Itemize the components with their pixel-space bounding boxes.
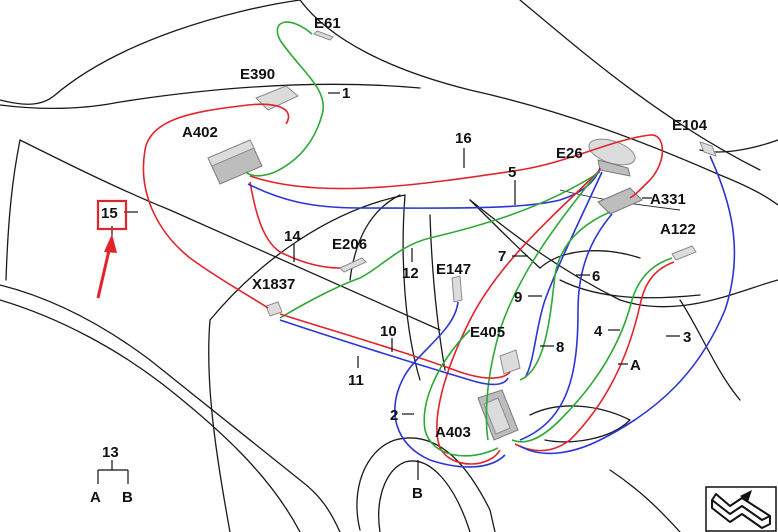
green-wire-12 [279, 171, 601, 319]
components [207, 30, 717, 441]
blue-wire-2 [394, 301, 506, 468]
label-13: 13 [102, 444, 119, 461]
part-labels: E61 E390 A402 1 16 E104 E26 5 A331 15 14… [90, 15, 708, 506]
red-wire-7 [436, 169, 601, 465]
e405-part [499, 349, 521, 375]
green-wire-9 [485, 171, 599, 441]
label-7: 7 [498, 248, 506, 265]
e147-part [451, 275, 463, 303]
e104-part [699, 141, 717, 157]
highlight-annotation [96, 199, 128, 299]
label-1: 1 [342, 85, 350, 102]
green-wire-6 [519, 211, 611, 381]
label-b: B [412, 485, 423, 502]
blue-wire-3 [519, 155, 736, 455]
a122-part [671, 245, 697, 261]
label-e26: E26 [556, 145, 583, 162]
wire-harness [142, 21, 736, 468]
label-10: 10 [380, 323, 397, 340]
label-a403: A403 [435, 424, 471, 441]
green-wire-2 [423, 329, 499, 457]
blue-wire-8 [524, 171, 603, 379]
blue-wire-6 [519, 213, 613, 441]
red-wire-16 [249, 134, 664, 199]
zoom-icon[interactable] [705, 486, 777, 532]
label-a: A [630, 357, 641, 374]
label-e147: E147 [436, 261, 471, 278]
highlight-box-15 [96, 199, 128, 231]
label-8: 8 [556, 339, 564, 356]
label-14: 14 [284, 228, 301, 245]
e206-part [339, 257, 367, 273]
label-a331: A331 [650, 191, 686, 208]
green-wire-e61 [245, 21, 325, 177]
label-e206: E206 [332, 236, 367, 253]
blue-wire-5 [247, 167, 601, 209]
e61-part [313, 30, 334, 41]
label-13-a: A [90, 489, 101, 506]
label-13-b: B [122, 489, 133, 506]
label-11: 11 [348, 372, 364, 389]
leader-lines [97, 92, 680, 484]
label-e104: E104 [672, 117, 708, 134]
label-6: 6 [592, 268, 600, 285]
label-a402: A402 [182, 124, 218, 141]
label-e61: E61 [314, 15, 341, 32]
a331-part [597, 187, 643, 215]
label-3: 3 [683, 329, 691, 346]
x1837-part [265, 301, 283, 317]
label-e405: E405 [470, 324, 505, 341]
red-wire-15 [142, 103, 290, 309]
label-4: 4 [594, 323, 603, 340]
label-16: 16 [455, 130, 472, 147]
red-wire-11 [279, 313, 511, 379]
label-a122: A122 [660, 221, 696, 238]
label-2: 2 [390, 407, 398, 424]
label-9: 9 [514, 289, 522, 306]
red-arrow-icon [96, 234, 117, 299]
green-wire-4 [511, 257, 673, 443]
red-wire-a [514, 261, 675, 452]
red-wire-14 [249, 181, 341, 269]
label-x1837: X1837 [252, 276, 295, 293]
label-15: 15 [101, 205, 118, 222]
label-e390: E390 [240, 66, 275, 83]
label-5: 5 [508, 164, 516, 181]
label-12: 12 [402, 265, 419, 282]
